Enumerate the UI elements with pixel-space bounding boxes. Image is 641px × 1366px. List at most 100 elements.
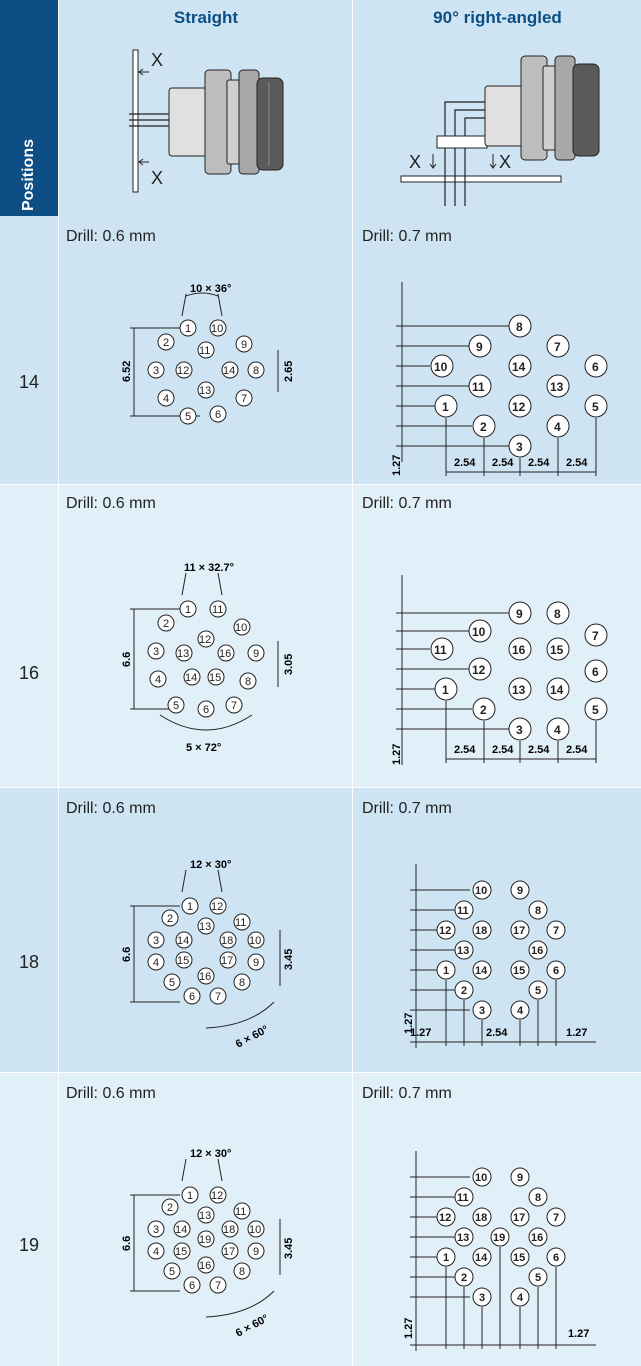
angle-label: 10 × 36° <box>190 283 231 295</box>
svg-text:1: 1 <box>442 683 449 697</box>
angled-drill-label: Drill: 0.7 mm <box>362 800 452 817</box>
svg-text:4: 4 <box>554 723 561 737</box>
svg-text:9: 9 <box>517 1172 523 1184</box>
svg-text:2: 2 <box>167 1202 173 1214</box>
svg-text:2: 2 <box>461 1272 467 1284</box>
svg-text:13: 13 <box>550 380 564 394</box>
straight-pin-layout-16: 11 × 32.7° 6.6 3.05 5 × 72° 1 11 2 10 12… <box>121 562 295 754</box>
svg-text:19: 19 <box>199 1234 211 1246</box>
straight-header-label: Straight <box>173 8 239 27</box>
svg-text:7: 7 <box>553 925 559 937</box>
row-guides <box>396 612 510 730</box>
pitch-label: 1.27 <box>566 1027 587 1039</box>
row-separator <box>0 484 641 485</box>
svg-text:12: 12 <box>472 663 486 677</box>
pitch-label: 2.54 <box>528 457 550 469</box>
svg-text:9: 9 <box>253 648 259 660</box>
right-angled-connector-illustration: X X <box>400 55 600 206</box>
svg-text:1: 1 <box>443 965 449 977</box>
positions-value: 19 <box>18 1235 40 1255</box>
svg-text:3: 3 <box>153 646 159 658</box>
height-label: 6.6 <box>121 1236 133 1251</box>
straight-pin-layout-14: 10 × 36° 6.52 2.65 1 10 2 9 11 3 12 14 8… <box>121 283 295 425</box>
row-separator <box>0 787 641 788</box>
svg-text:4: 4 <box>153 957 159 969</box>
svg-text:6: 6 <box>189 991 195 1003</box>
angle-label: 11 × 32.7° <box>184 562 234 574</box>
svg-text:12: 12 <box>199 634 211 646</box>
svg-text:8: 8 <box>554 607 561 621</box>
positions-header-label: Positions <box>20 138 37 212</box>
pin-circles: 1 12 2 11 13 3 14 18 10 4 15 17 9 5 16 8… <box>147 897 265 1005</box>
pitch-label: 2.54 <box>492 744 514 756</box>
svg-text:10: 10 <box>249 1224 261 1236</box>
svg-text:3: 3 <box>479 1005 485 1017</box>
svg-text:10: 10 <box>235 622 247 634</box>
svg-text:6: 6 <box>553 965 559 977</box>
pin-circles: 10 9 11 8 12 18 17 7 13 16 1 14 15 6 2 5… <box>436 880 566 1020</box>
svg-text:5: 5 <box>592 400 599 414</box>
svg-text:7: 7 <box>215 991 221 1003</box>
pitch-label: 2.54 <box>492 457 514 469</box>
svg-text:9: 9 <box>253 957 259 969</box>
svg-text:1: 1 <box>187 901 193 913</box>
angled-drill-label: Drill: 0.7 mm <box>362 495 452 512</box>
angle2-label: 5 × 72° <box>186 742 221 754</box>
svg-text:18: 18 <box>475 925 487 937</box>
svg-text:15: 15 <box>175 1246 187 1258</box>
svg-text:17: 17 <box>513 925 525 937</box>
svg-text:14: 14 <box>185 672 197 684</box>
svg-text:8: 8 <box>239 977 245 989</box>
svg-text:15: 15 <box>177 955 189 967</box>
svg-text:3: 3 <box>516 723 523 737</box>
svg-text:8: 8 <box>535 905 541 917</box>
column-divider <box>352 485 353 788</box>
svg-text:16: 16 <box>199 971 211 983</box>
table-row: 16 Drill: 0.6 mm Drill: 0.7 mm 11 × 32.7… <box>0 485 641 788</box>
svg-text:11: 11 <box>212 604 223 616</box>
pitch-label: 1.27 <box>410 1027 431 1039</box>
straight-header-cell: Straight X X <box>58 0 353 216</box>
column-divider <box>352 788 353 1073</box>
svg-text:5: 5 <box>185 411 191 423</box>
pitch-label: 2.54 <box>528 744 550 756</box>
svg-text:12: 12 <box>512 400 526 414</box>
positions-value: 14 <box>18 372 40 392</box>
angled-pin-layout-16: 9 8 10 7 11 16 15 12 6 1 13 14 5 2 3 4 <box>391 575 608 765</box>
svg-text:8: 8 <box>239 1266 245 1278</box>
column-divider <box>352 1073 353 1366</box>
straight-drill-label: Drill: 0.6 mm <box>66 495 156 512</box>
table-row: 18 Drill: 0.6 mm Drill: 0.7 mm 12 × 30° … <box>0 788 641 1073</box>
section-marker-top: X <box>151 50 163 70</box>
angled-drill-label: Drill: 0.7 mm <box>362 1085 452 1102</box>
svg-text:10: 10 <box>475 885 487 897</box>
svg-text:18: 18 <box>221 935 233 947</box>
svg-text:16: 16 <box>531 1232 543 1244</box>
svg-text:14: 14 <box>175 1224 187 1236</box>
svg-text:12: 12 <box>439 1212 451 1224</box>
svg-text:10: 10 <box>434 360 448 374</box>
straight-drill-label: Drill: 0.6 mm <box>66 1085 156 1102</box>
angle-label: 12 × 30° <box>190 859 231 871</box>
svg-text:18: 18 <box>475 1212 487 1224</box>
svg-text:4: 4 <box>155 674 161 686</box>
inner-height-label: 2.65 <box>283 361 295 382</box>
svg-text:1: 1 <box>443 1252 449 1264</box>
table-row: 14 Drill: 0.6 mm Drill: 0.7 mm 10 × 36° … <box>0 216 641 485</box>
svg-text:10: 10 <box>475 1172 487 1184</box>
height-label: 6.6 <box>121 947 133 962</box>
svg-text:1: 1 <box>185 323 191 335</box>
svg-text:5: 5 <box>535 1272 541 1284</box>
angled-pin-layout-19: 10 9 11 8 12 18 17 7 13 19 16 1 14 15 6 … <box>403 1151 596 1351</box>
svg-text:11: 11 <box>235 917 246 929</box>
svg-text:3: 3 <box>479 1292 485 1304</box>
svg-text:13: 13 <box>457 945 469 957</box>
svg-text:11: 11 <box>472 380 485 394</box>
svg-text:5: 5 <box>535 985 541 997</box>
positions-header-cell: Positions <box>0 0 58 216</box>
table-header: Positions Straight X X <box>0 0 641 216</box>
svg-text:8: 8 <box>535 1192 541 1204</box>
row-guides <box>410 889 470 1011</box>
svg-text:6: 6 <box>215 409 221 421</box>
row-pitch-label: 1.27 <box>403 1013 415 1034</box>
